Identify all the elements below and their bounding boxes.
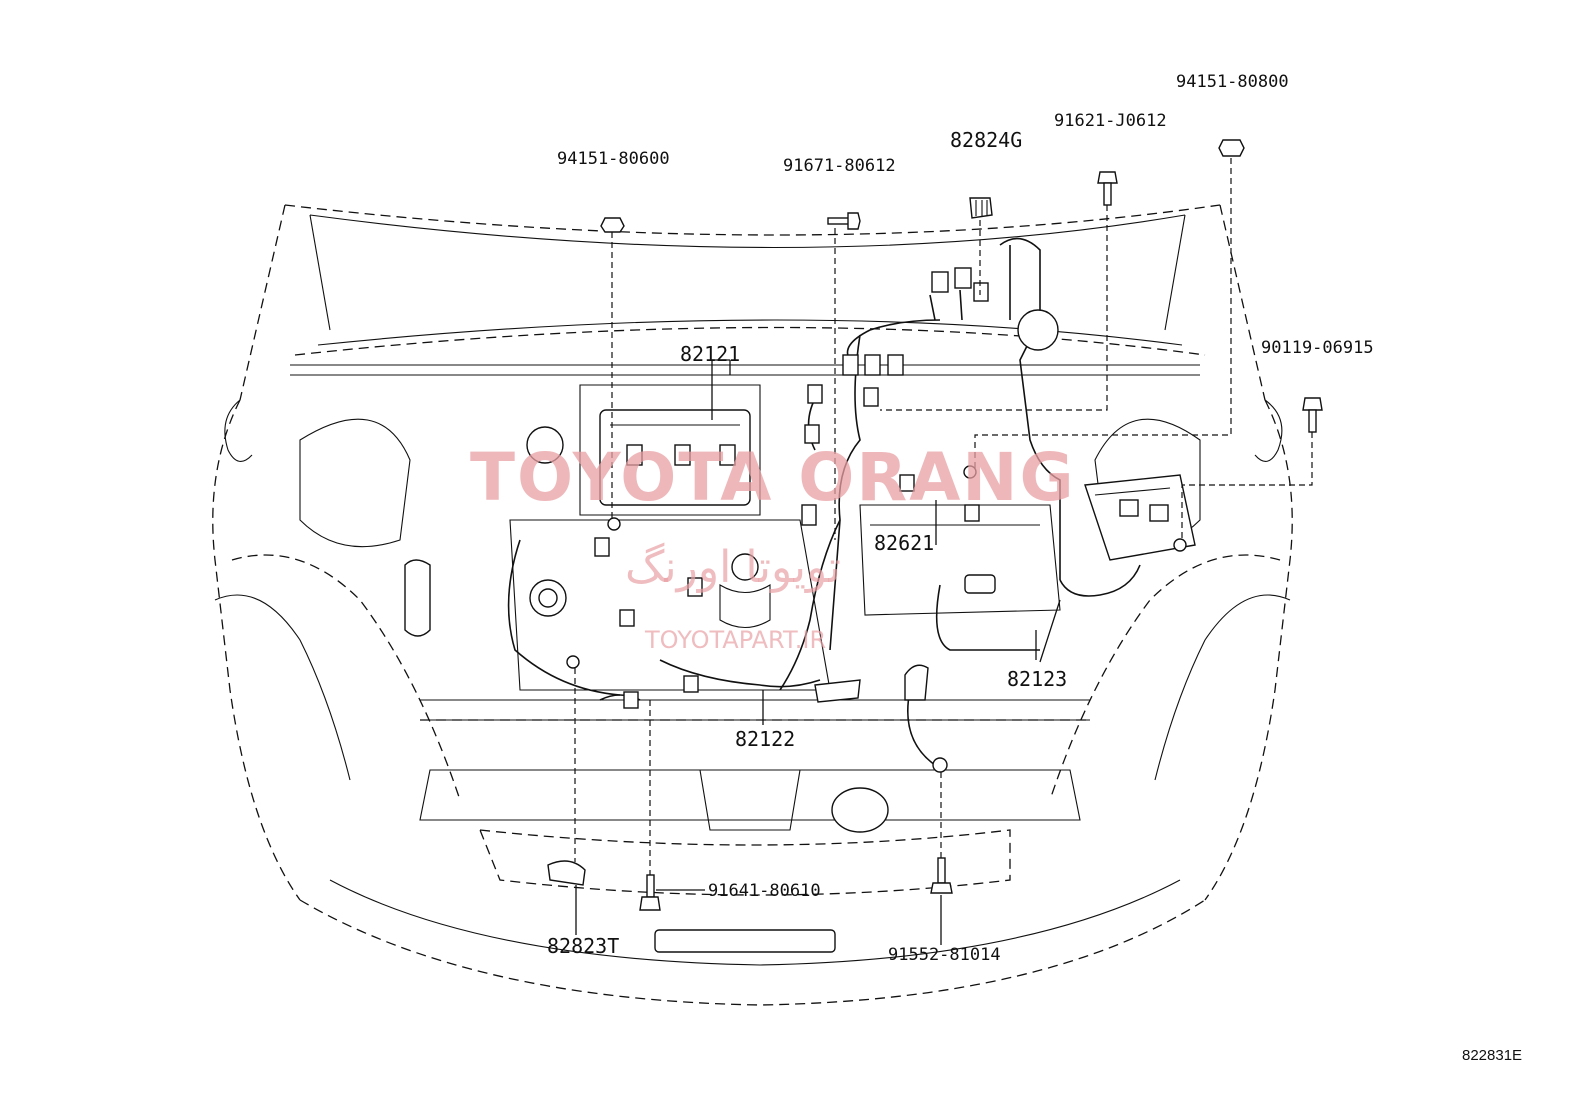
bolt-icon-91621-J0612 xyxy=(1097,171,1118,206)
label-91621-J0612: 91621-J0612 xyxy=(1054,111,1167,131)
clamp-icon-82823T xyxy=(547,860,586,886)
bolt-icon-91552-81014 xyxy=(930,857,953,894)
vehicle-body-outline xyxy=(212,204,1293,1006)
reference-code: 822831E xyxy=(1462,1047,1522,1064)
part-labels: 94151-80600 91671-80612 82824G 91621-J06… xyxy=(547,72,1374,965)
label-90119-06915: 90119-06915 xyxy=(1261,338,1374,358)
label-94151-80800: 94151-80800 xyxy=(1176,72,1289,92)
watermark-brand: TOYOTA ORANG xyxy=(470,439,1076,516)
nut-icon-94151-80600 xyxy=(600,217,625,233)
label-82823T: 82823T xyxy=(547,934,619,958)
bolt-icon-90119-06915 xyxy=(1302,397,1323,433)
fasteners xyxy=(547,139,1323,911)
clip-icon-82824G xyxy=(969,197,993,219)
bolt-icon-91671-80612 xyxy=(827,212,861,230)
watermark-brand-fa: تویوتا اورنگ xyxy=(625,542,841,593)
label-91552-81014: 91552-81014 xyxy=(888,945,1001,965)
label-82824G: 82824G xyxy=(950,128,1022,152)
label-94151-80600: 94151-80600 xyxy=(557,149,670,169)
label-82121: 82121 xyxy=(680,342,740,366)
engine-bay xyxy=(290,237,1201,833)
nut-icon-94151-80800 xyxy=(1218,139,1245,157)
label-82621: 82621 xyxy=(874,531,934,555)
label-91671-80612: 91671-80612 xyxy=(783,156,896,176)
label-82123: 82123 xyxy=(1007,667,1067,691)
leader-lines xyxy=(574,158,1313,945)
watermark: TOYOTA ORANG تویوتا اورنگ TOYOTAPART.IR xyxy=(470,439,1076,654)
watermark-url: TOYOTAPART.IR xyxy=(644,626,826,654)
label-91641-80610: 91641-80610 xyxy=(708,881,821,901)
bolt-icon-91641-80610 xyxy=(639,874,661,911)
label-82122: 82122 xyxy=(735,727,795,751)
